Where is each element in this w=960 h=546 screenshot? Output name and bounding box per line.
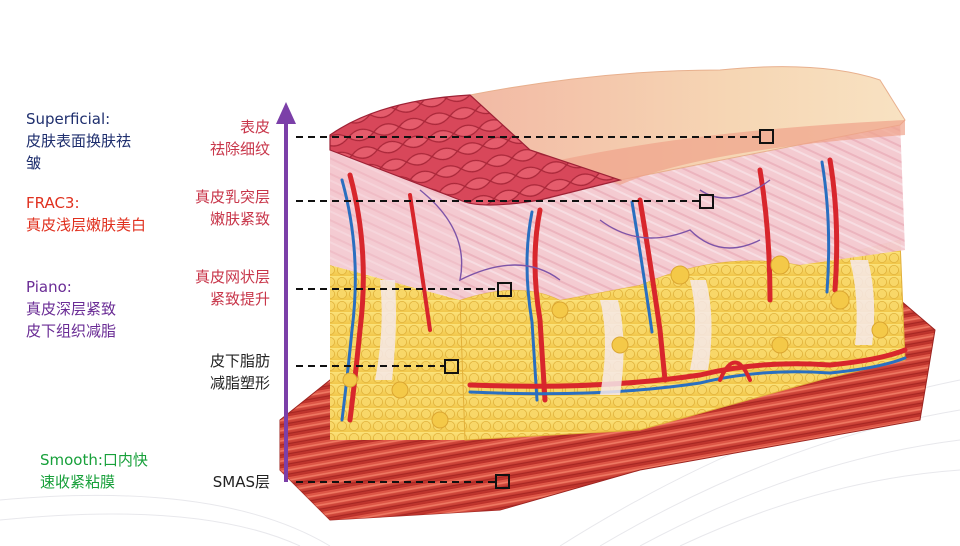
layer-reticular-dermis: 真皮网状层 紧致提升 (194, 268, 270, 308)
epidermis-smooth-surface (468, 66, 906, 181)
marker-epidermis (759, 129, 774, 144)
epidermis-edge (560, 120, 905, 185)
layer-papillary-dermis: 真皮乳突层 嫩肤紧致 (194, 188, 270, 228)
treatment-piano: Piano: 真皮深层紧致 皮下组织减脂 (26, 278, 117, 340)
layer-epidermis: 表皮 祛除细纹 (209, 118, 270, 158)
layer-smas: SMAS层 (212, 473, 270, 491)
muscle-front-face (280, 420, 630, 520)
fat-cells (342, 255, 889, 429)
marker-smas (495, 474, 510, 489)
leader-markers (444, 129, 774, 489)
marker-reticular (497, 282, 512, 297)
collagen-strands (375, 260, 875, 395)
treatment-smooth: Smooth:口内快 速收紧粘膜 (40, 451, 148, 491)
epidermis-scaly-surface (329, 94, 623, 206)
treatment-frac3: FRAC3: 真皮浅层嫩肤美白 (26, 194, 147, 234)
marker-fat (444, 359, 459, 374)
dermis-layer-side (460, 120, 905, 300)
treatment-superficial: Superficial: 皮肤表面换肤祛 皱 (26, 110, 132, 172)
leader-lines (296, 136, 760, 483)
blood-vessels (340, 157, 908, 423)
depth-arrow (276, 102, 296, 482)
nerve-fibers (419, 179, 771, 282)
marker-papillary (699, 194, 714, 209)
layer-subcutaneous-fat: 皮下脂肪 减脂塑形 (209, 352, 270, 392)
